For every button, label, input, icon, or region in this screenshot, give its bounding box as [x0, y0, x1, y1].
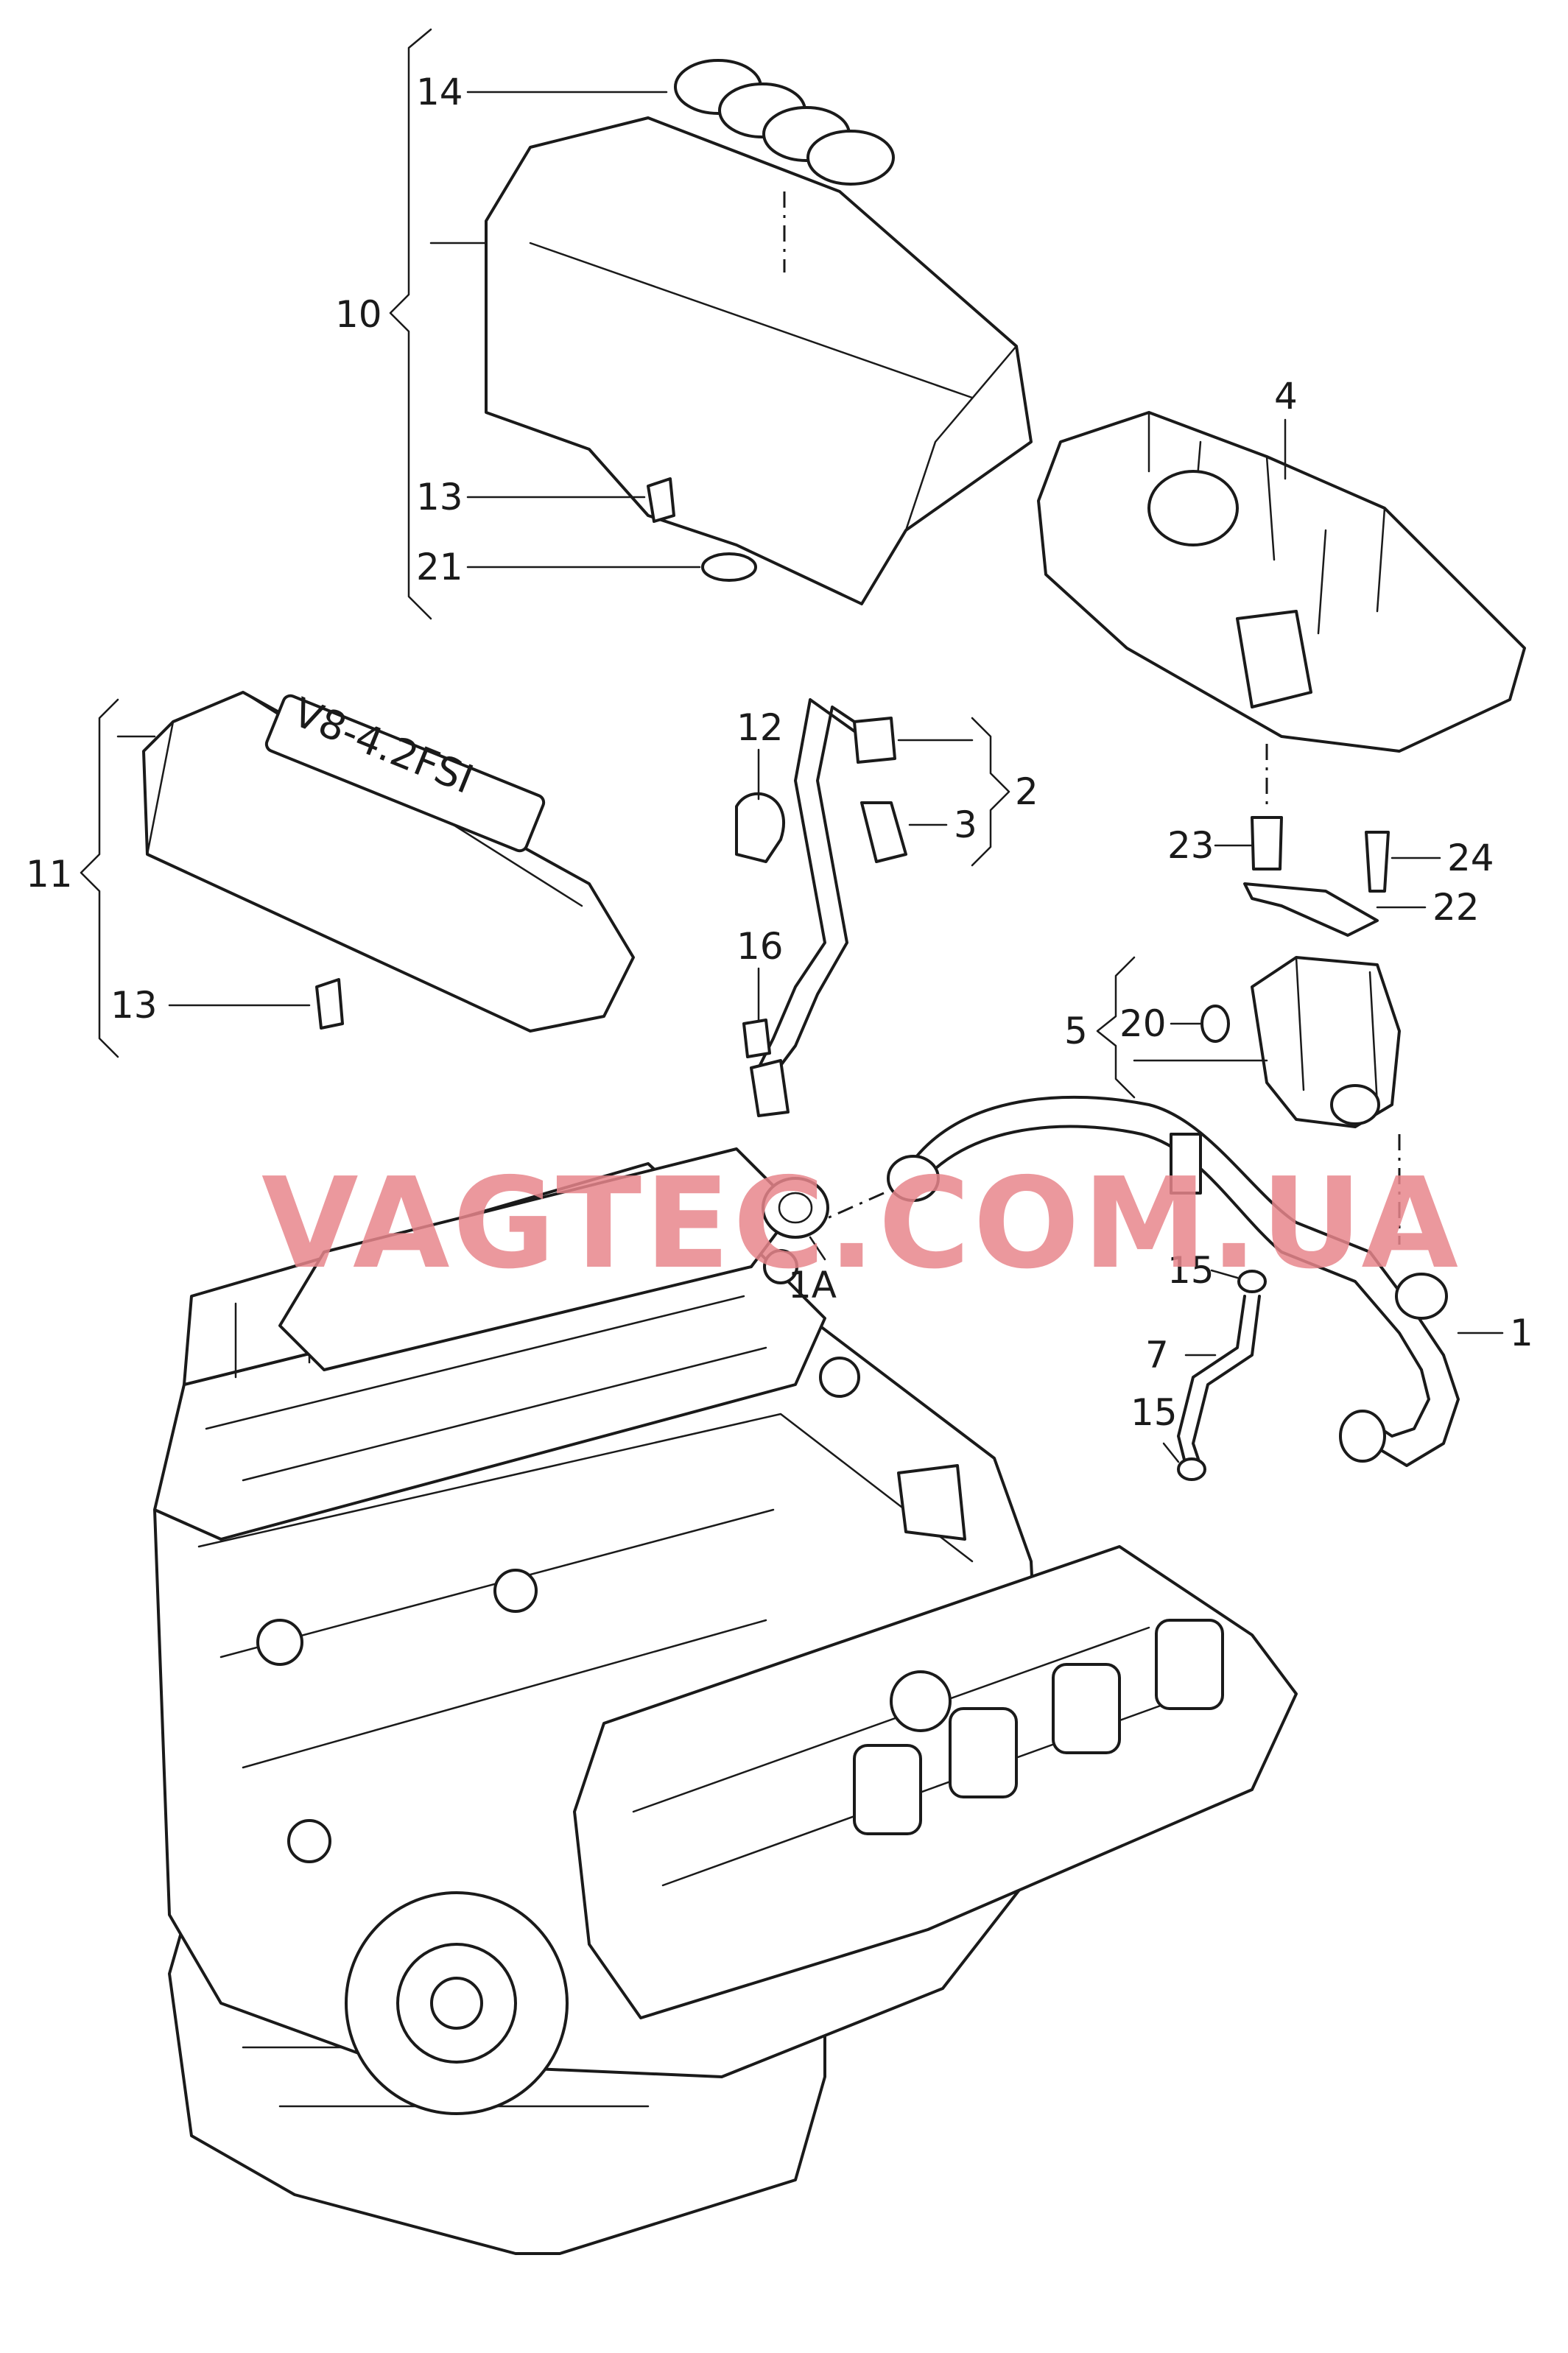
label-1a: 1A — [788, 1264, 837, 1306]
label-13-upper: 13 — [416, 476, 463, 518]
hose-7 — [1177, 1270, 1267, 1481]
oil-separator-5 — [1251, 956, 1401, 1128]
label-23: 23 — [1167, 824, 1214, 867]
engine-cover-10 — [485, 116, 1033, 605]
label-1: 1 — [1510, 1312, 1533, 1354]
label-3: 3 — [954, 803, 977, 846]
label-11: 11 — [26, 853, 73, 896]
label-7: 7 — [1145, 1334, 1169, 1376]
washer-21 — [701, 552, 757, 582]
label-24: 24 — [1447, 837, 1494, 879]
clip-13-lower — [315, 978, 344, 1030]
bolt-24 — [1365, 831, 1390, 893]
label-14: 14 — [416, 71, 463, 113]
part-labels: 14 10 13 21 11 13 12 16 2 3 4 23 24 22 5… — [26, 71, 1533, 1434]
label-15-upper: 15 — [1167, 1249, 1214, 1292]
breather-hose-assembly — [735, 698, 907, 1117]
connector-1a — [762, 1177, 829, 1239]
label-13-lower: 13 — [110, 984, 158, 1027]
label-12: 12 — [736, 706, 784, 749]
label-20: 20 — [1119, 1002, 1167, 1045]
engine-cover-11 — [142, 691, 635, 1033]
label-10: 10 — [335, 293, 382, 336]
o-ring-20 — [1200, 1005, 1230, 1043]
grommet-23 — [1251, 816, 1283, 870]
bracket-4 — [1037, 411, 1526, 753]
bracket-22 — [1243, 882, 1379, 937]
clip-13-upper — [647, 477, 675, 523]
leader-lines — [80, 28, 1504, 1463]
label-5: 5 — [1064, 1010, 1088, 1052]
label-22: 22 — [1432, 886, 1480, 929]
label-21: 21 — [416, 546, 463, 588]
label-4: 4 — [1274, 375, 1298, 418]
label-16: 16 — [736, 925, 784, 968]
label-15-lower: 15 — [1131, 1391, 1178, 1434]
engine-block — [153, 1147, 1298, 2255]
clamp-15-upper — [1237, 1270, 1267, 1293]
audi-rings-emblem — [674, 59, 895, 186]
label-2: 2 — [1015, 770, 1038, 813]
watermark-text: VAGTEC.COM.UA — [261, 1151, 1461, 1297]
clamp-15-lower — [1177, 1457, 1206, 1481]
hose-1 — [887, 1095, 1460, 1467]
